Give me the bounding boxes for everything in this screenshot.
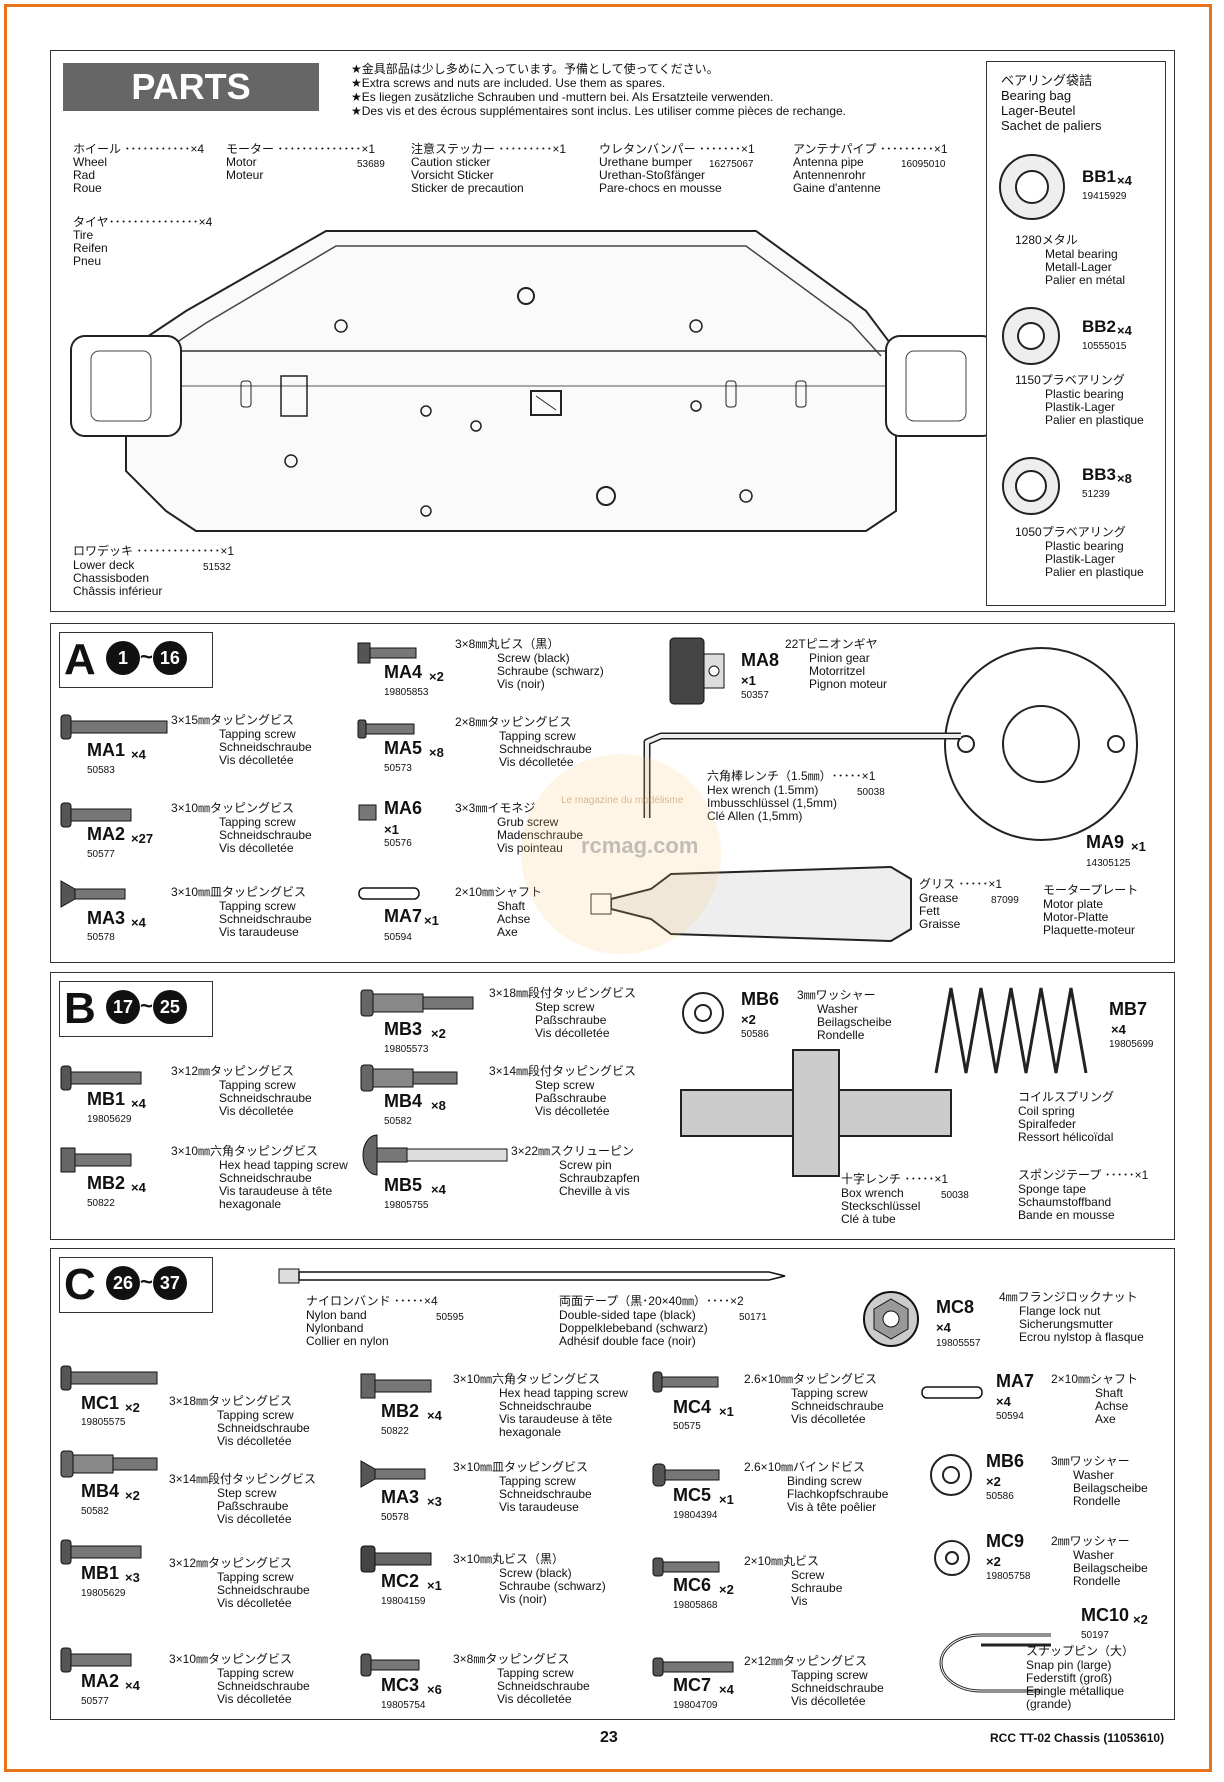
watermark: Le magazine du modélisme rcmag.com — [521, 754, 721, 954]
bag-b-header: B 17~25 — [59, 981, 213, 1037]
lower-deck-drawing — [70, 230, 997, 532]
ma3-screw-drawing — [60, 880, 126, 908]
bb3-bearing-drawing — [1002, 457, 1060, 515]
bag-a-header: A 1~16 — [59, 632, 213, 688]
nylon-band-drawing — [278, 1268, 786, 1284]
bb2-bearing-drawing — [1002, 307, 1060, 365]
mb2-hex-screw-drawing-c — [360, 1373, 432, 1399]
mc1-screw-drawing — [60, 1365, 158, 1391]
mb6-washer-drawing-c — [930, 1454, 972, 1496]
mc5-binding-screw-drawing — [652, 1463, 720, 1487]
hex-wrench-drawing — [643, 732, 961, 818]
mc4-screw-drawing — [652, 1371, 719, 1393]
mc7-screw-drawing — [652, 1657, 734, 1677]
mb2-hex-screw-drawing — [60, 1147, 132, 1173]
ma9-motor-plate-drawing — [944, 647, 1138, 841]
bb1-bearing-drawing — [999, 154, 1065, 220]
mb1-screw-drawing-c — [60, 1539, 142, 1565]
mc10-snap-pin-drawing — [939, 1633, 1051, 1693]
note-fr: ★Des vis et des écrous supplémentaires s… — [351, 104, 846, 118]
bag-c-section: C 26~37 ナイロンバンド ･････×4 Nylon band Nylon… — [50, 1248, 1175, 1720]
ma2-screw-drawing-c — [60, 1647, 132, 1673]
ma1-screw-drawing — [60, 714, 168, 740]
ma8-pinion-gear-drawing — [669, 637, 725, 705]
ma7-shaft-drawing-c — [921, 1386, 983, 1399]
mb1-screw-drawing — [60, 1065, 142, 1091]
grease-tube-drawing — [590, 865, 912, 943]
mc2-screw-drawing — [360, 1545, 432, 1573]
parts-section: PARTS ★金具部品は少し多めに入っています。予備として使ってください。 ★E… — [50, 50, 1175, 612]
bearing-bag: ベアリング袋詰 Bearing bag Lager-Beutel Sachet … — [986, 61, 1166, 606]
mb7-coil-spring-drawing — [934, 987, 1088, 1074]
mb4-step-screw-drawing — [360, 1064, 458, 1092]
mc6-screw-drawing — [652, 1557, 720, 1577]
ma3-screw-drawing-c — [360, 1460, 426, 1488]
note-de: ★Es liegen zusätzliche Schrauben und -mu… — [351, 90, 774, 104]
bag-a-section: A 1~16 MA4 ×2 19805853 3×8㎜丸ビス（黒） Screw … — [50, 623, 1175, 963]
ma2-screw-drawing — [60, 802, 132, 828]
note-en: ★Extra screws and nuts are included. Use… — [351, 76, 666, 90]
manual-title: RCC TT-02 Chassis (11053610) — [990, 1731, 1165, 1745]
mc3-screw-drawing — [360, 1653, 420, 1677]
parts-title: PARTS — [63, 63, 319, 111]
mb4-step-screw-drawing-c — [60, 1450, 158, 1478]
bag-b-section: B 17~25 MB3 ×2 19805573 3×18㎜段付タッピングビス S… — [50, 972, 1175, 1240]
bag-c-header: C 26~37 — [59, 1257, 213, 1313]
ma4-screw-drawing — [357, 642, 417, 664]
mb6-washer-drawing — [682, 992, 724, 1034]
ma6-grub-screw-drawing — [358, 804, 377, 821]
box-wrench-drawing — [680, 1049, 952, 1177]
note-jp: ★金具部品は少し多めに入っています。予備として使ってください。 — [351, 62, 719, 76]
mc8-lock-nut-drawing — [863, 1291, 919, 1347]
ma5-screw-drawing — [357, 719, 415, 739]
ma7-shaft-drawing — [358, 887, 420, 900]
mc9-washer-drawing — [934, 1540, 970, 1576]
page-number: 23 — [600, 1729, 618, 1746]
mb3-step-screw-drawing — [360, 989, 474, 1017]
mb5-screw-pin-drawing — [362, 1134, 508, 1176]
